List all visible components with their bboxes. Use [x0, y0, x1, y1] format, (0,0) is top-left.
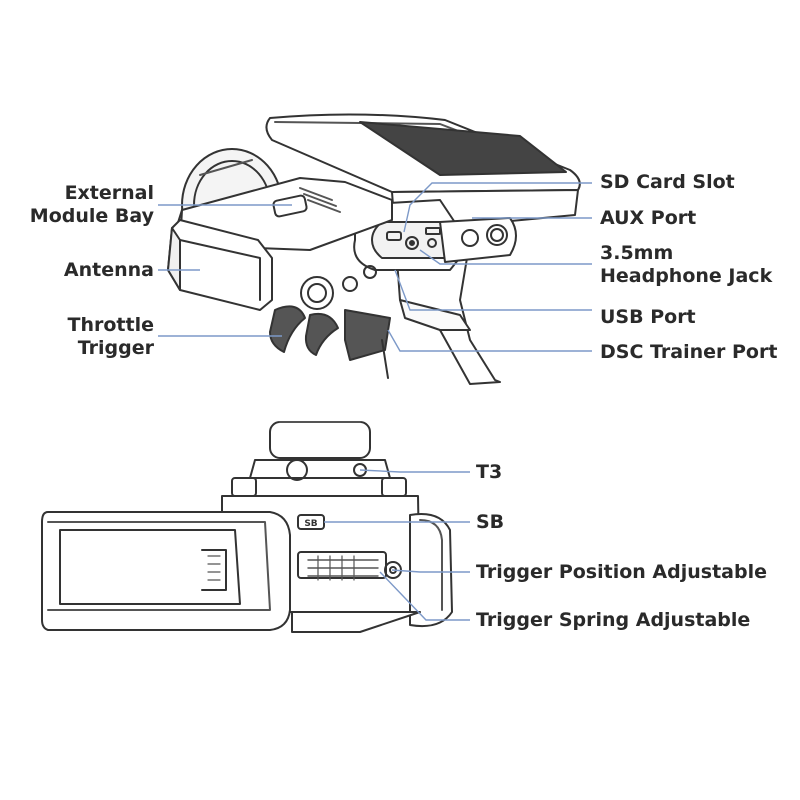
label-throttle-trigger: Throttle Trigger: [67, 314, 154, 359]
label-headphone-jack: 3.5mm Headphone Jack: [600, 242, 773, 287]
label-antenna: Antenna: [63, 259, 154, 281]
label-trigger-spring-adjustable: Trigger Spring Adjustable: [476, 609, 751, 631]
sb-badge: SB: [304, 519, 317, 529]
label-dsc-trainer-port: DSC Trainer Port: [600, 341, 778, 363]
label-aux-port: AUX Port: [600, 207, 697, 229]
leader-lines: [158, 182, 592, 621]
transmitter-bottom-view: [41, 421, 453, 633]
label-external-module-bay: External Module Bay: [29, 182, 154, 227]
label-sd-card-slot: SD Card Slot: [600, 171, 735, 193]
transmitter-side-view: [167, 113, 581, 385]
label-usb-port: USB Port: [600, 306, 696, 328]
label-trigger-position-adjustable: Trigger Position Adjustable: [476, 561, 767, 583]
label-t3: T3: [476, 461, 503, 483]
label-sb: SB: [476, 511, 505, 533]
